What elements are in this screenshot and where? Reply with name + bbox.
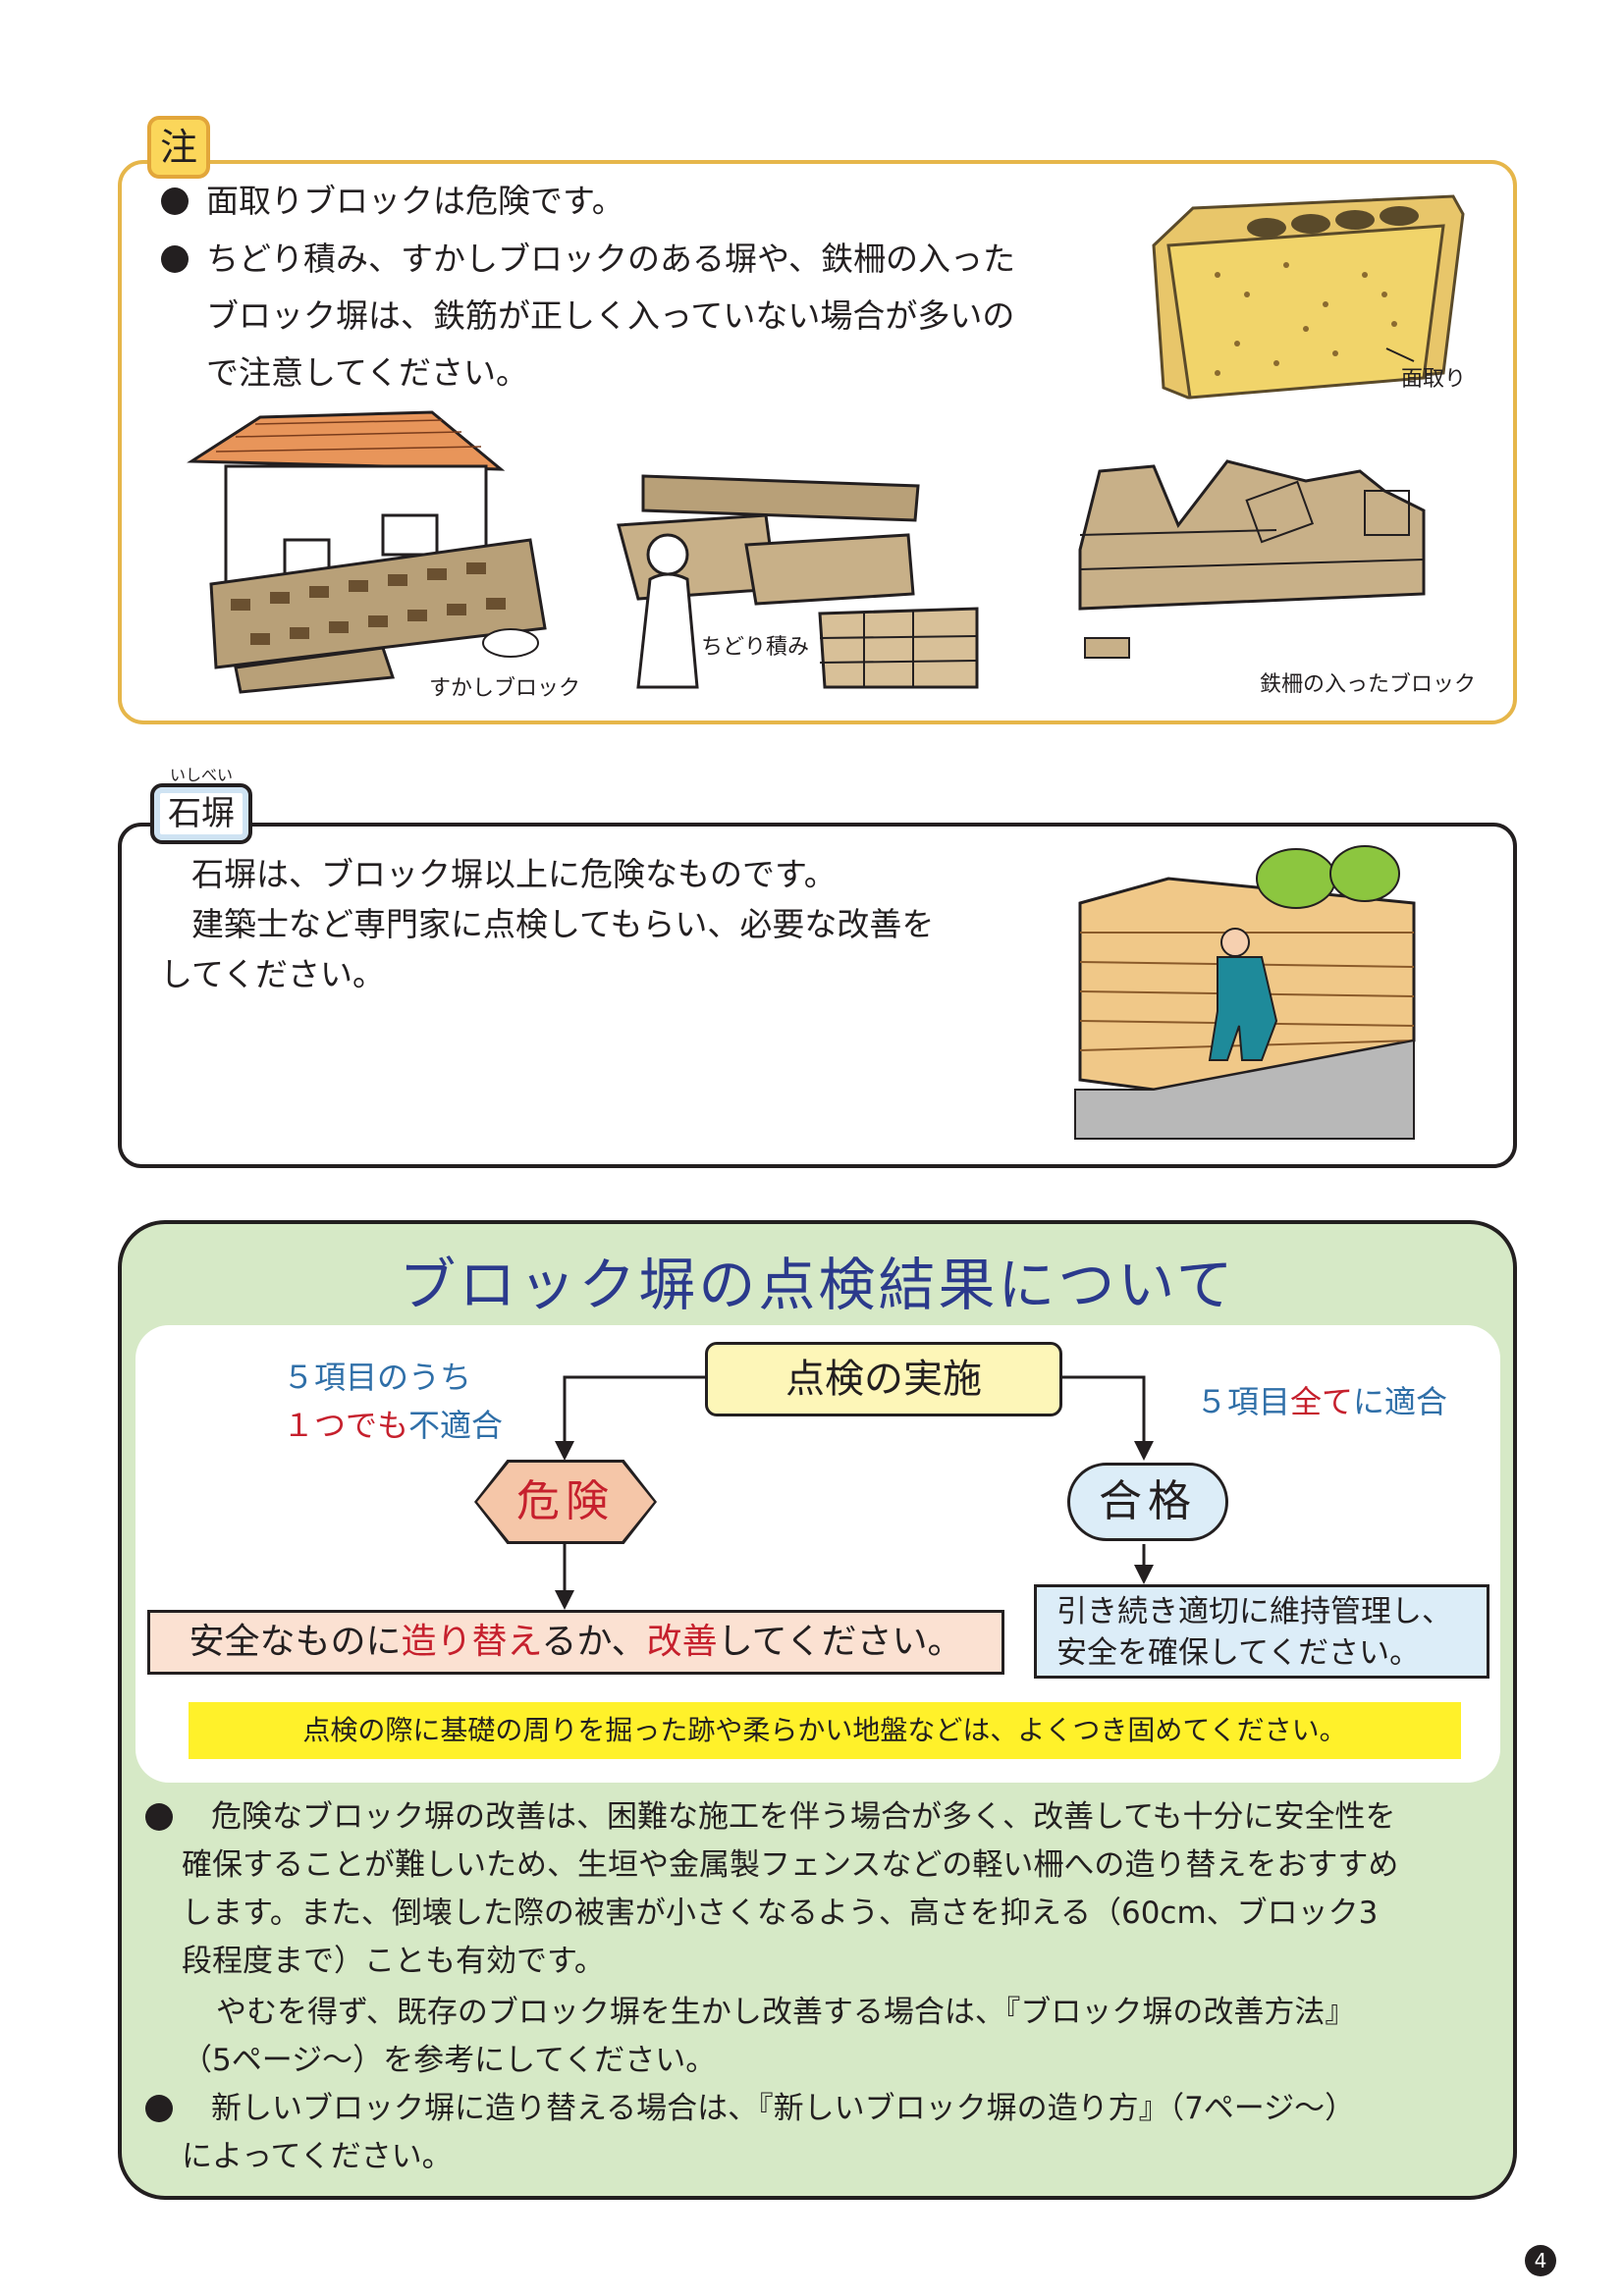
right-condition: ５項目全てに適合 [1196, 1377, 1447, 1422]
paragraph-1-line-3: します。また、倒壊した際の被害が小さくなるよう、高さを抑える（60cm、ブロック… [182, 1896, 1379, 1931]
paragraph-3-line-2: によってください。 [182, 2139, 453, 2174]
rebuild-text-c: るか、 [541, 1622, 647, 1662]
bullet-icon [145, 1803, 173, 1831]
caption-iron-fence-block: 鉄柵の入ったブロック [1260, 672, 1477, 697]
left-condition-one: １つでも [283, 1407, 409, 1444]
paragraph-1-line-1: 危険なブロック塀の改善は、困難な施工を伴う場合が多く、改善しても十分に安全性を [211, 1799, 1396, 1835]
foundation-notice: 点検の際に基礎の周りを掘った跡や柔らかい地盤などは、よくつき固めてください。 [189, 1702, 1461, 1759]
note-line-1: 面取りブロックは危険です。 [206, 182, 624, 220]
left-condition-noncompliant: 不適合 [408, 1407, 504, 1444]
right-condition-compliant: に適合 [1353, 1383, 1448, 1420]
caption-chamfer: 面取り [1401, 367, 1467, 392]
bullet-icon [145, 2095, 173, 2122]
inspection-implementation-box: 点検の実施 [705, 1342, 1062, 1416]
left-condition-line-1: ５項目のうち [283, 1359, 472, 1396]
paragraph-3-line-1: 新しいブロック塀に造り替える場合は、『新しいブロック塀の造り方』（7ページ～） [211, 2091, 1356, 2126]
bullet-icon [161, 187, 189, 215]
result-title: ブロック塀の点検結果について [399, 1252, 1236, 1318]
stone-wall-ruby: いしべい [169, 766, 233, 784]
page-number: 4 [1525, 2245, 1556, 2276]
paragraph-2-line-1: やむを得ず、既存のブロック塀を生かし改善する場合は、『ブロック塀の改善方法』 [216, 1995, 1356, 2030]
pass-label: 合格 [1067, 1463, 1228, 1541]
right-condition-five-items: ５項目 [1196, 1383, 1291, 1420]
stone-wall-tag-text: 石塀 [168, 794, 235, 833]
danger-label: 危険 [516, 1476, 615, 1526]
bullet-icon [161, 245, 189, 273]
note-tag: 注 [147, 116, 210, 179]
stone-line-2: 建築士など専門家に点検してもらい、必要な改善を [191, 905, 935, 943]
maintain-instruction: 引き続き適切に維持管理し、 安全を確保してください。 [1034, 1584, 1489, 1679]
note-line-2a: ちどり積み、すかしブロックのある塀や、鉄柵の入った [206, 240, 1016, 278]
stone-line-1: 石塀は、ブロック塀以上に危険なものです。 [191, 855, 837, 893]
caption-sukashi-block: すかしブロック [429, 676, 581, 701]
caption-chidori: ちどり積み [701, 635, 810, 660]
rebuild-text-rebuild: 造り替え [401, 1622, 542, 1662]
maintain-line-1: 引き続き適切に維持管理し、 [1056, 1594, 1452, 1629]
stone-line-3: してください。 [160, 955, 386, 993]
note-line-2c: で注意してください。 [206, 353, 529, 392]
rebuild-text-e: してください。 [717, 1622, 963, 1662]
rebuild-text-a: 安全なものに [189, 1622, 402, 1662]
danger-hexagon [477, 1463, 654, 1541]
maintain-line-2: 安全を確保してください。 [1056, 1635, 1421, 1671]
right-condition-all: 全て [1290, 1383, 1354, 1420]
rebuild-instruction: 安全なものに造り替えるか、改善してください。 [147, 1610, 1004, 1675]
paragraph-1-line-4: 段程度まで）ことも有効です。 [182, 1944, 605, 1979]
stone-wall-tag: いしべい 石塀 [150, 766, 252, 844]
note-line-2b: ブロック塀は、鉄筋が正しく入っていない場合が多いの [206, 296, 1015, 335]
rebuild-text-improve: 改善 [646, 1622, 718, 1662]
paragraph-1-line-2: 確保することが難しいため、生垣や金属製フェンスなどの軽い柵への造り替えをおすすめ [182, 1847, 1399, 1883]
paragraph-2-line-2: （5ページ～）を参考にしてください。 [182, 2043, 717, 2078]
left-condition-line-2: １つでも不適合 [283, 1401, 503, 1446]
